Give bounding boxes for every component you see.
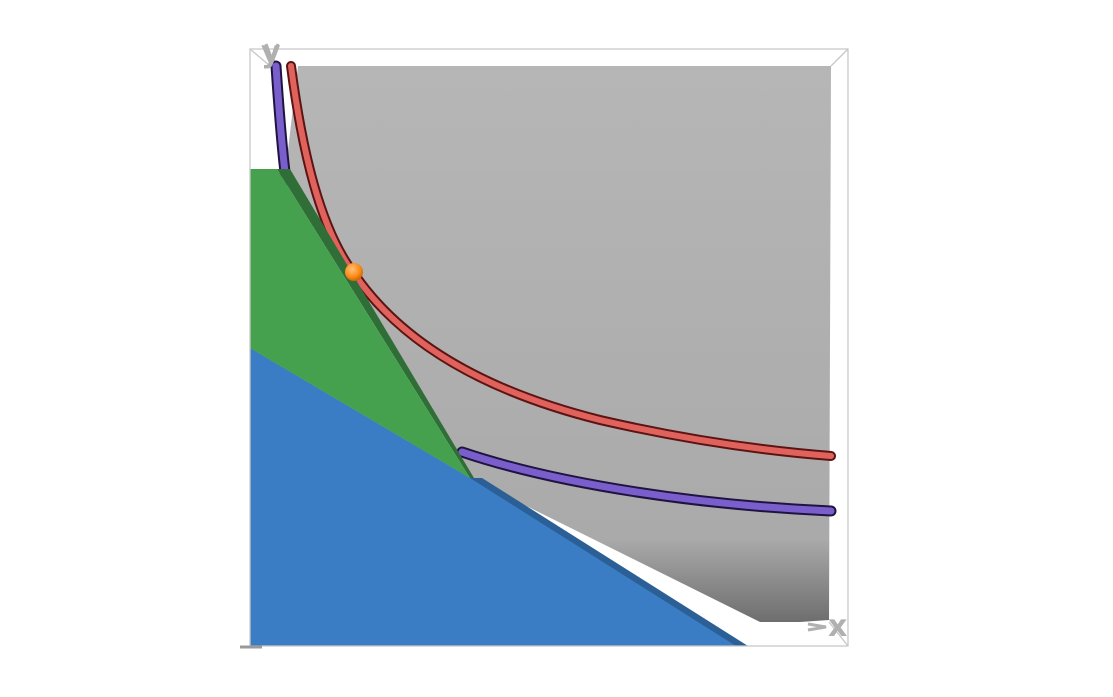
tangent-point[interactable] (345, 263, 363, 281)
x-axis-arrow (807, 622, 827, 632)
budget-plane-green (250, 169, 470, 478)
indifference-curve-red-highlight (288, 63, 834, 459)
utility-surface (285, 66, 831, 622)
x-axis-label: x (828, 609, 847, 644)
y-axis-arrow (264, 43, 280, 65)
budget-plane-green-edge (277, 169, 474, 478)
constraint-plane-blue (250, 348, 736, 646)
bounding-box (249, 48, 849, 647)
y-axis-label: y (261, 35, 281, 70)
